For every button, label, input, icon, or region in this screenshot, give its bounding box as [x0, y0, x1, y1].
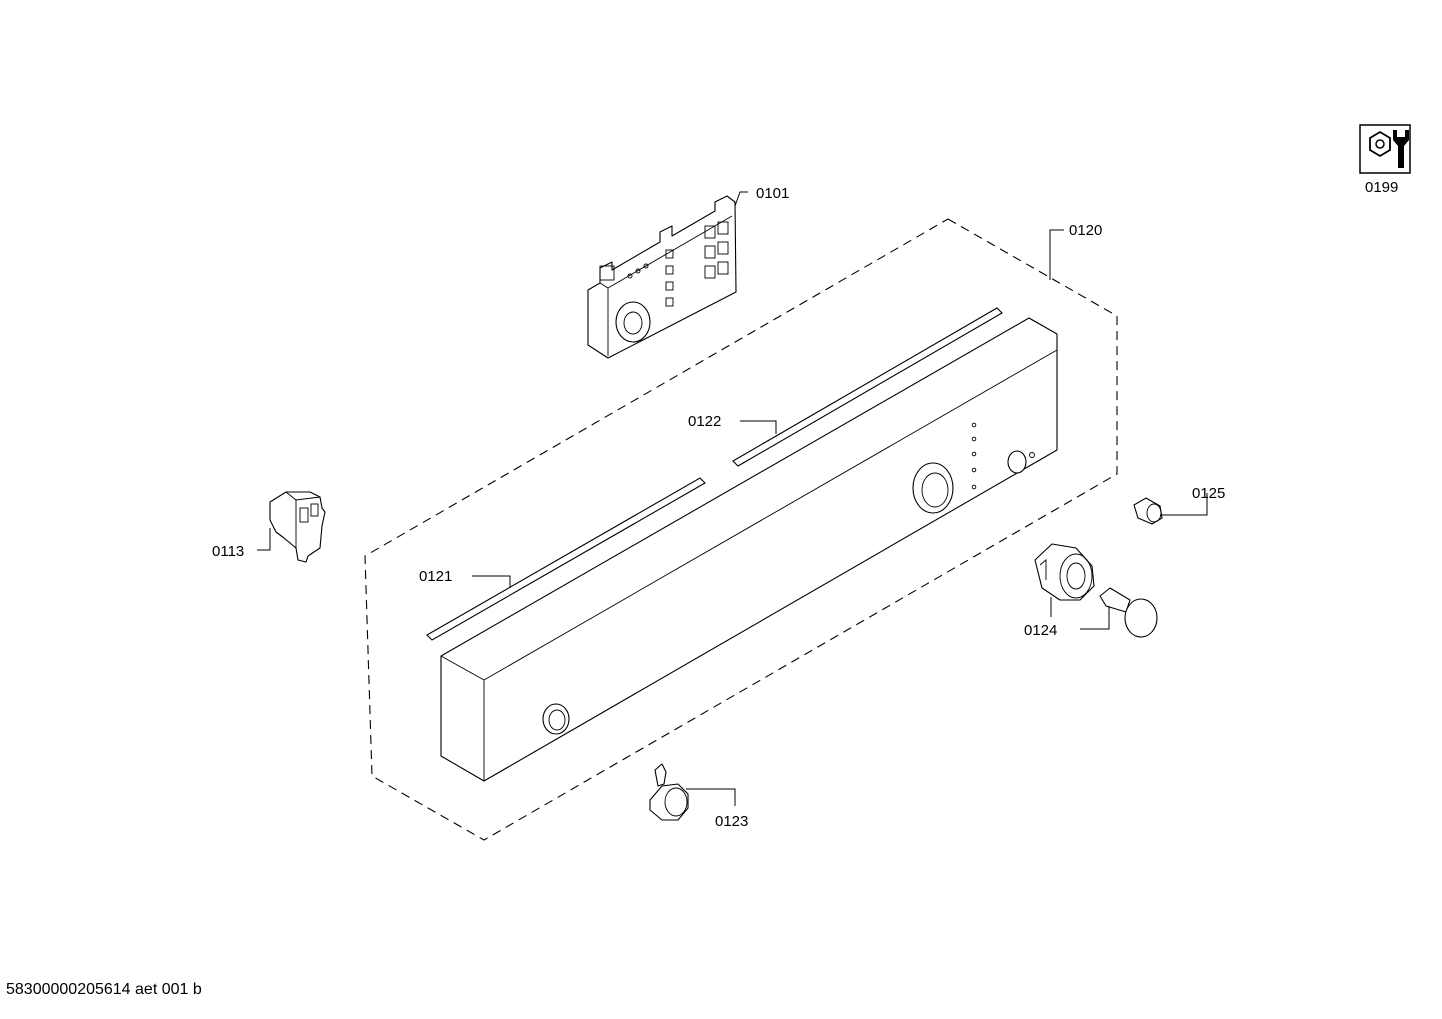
trim-strip-0122: [732, 307, 1003, 467]
tools-icon-label: 0199: [1365, 179, 1398, 196]
rotary-knob-0124: [1034, 543, 1158, 638]
part-label-0124[interactable]: 0124: [1024, 622, 1057, 639]
connector-clip-0113: [269, 491, 326, 563]
leader-0121: [472, 575, 511, 588]
leader-0101: [734, 191, 748, 207]
knob-insert-0123: [649, 763, 689, 821]
part-label-0113[interactable]: 0113: [212, 543, 244, 560]
electronic-module-0101: [587, 195, 737, 359]
assembly-dashed-outline: [364, 218, 1118, 841]
part-label-0125[interactable]: 0125: [1192, 485, 1225, 502]
part-label-0121[interactable]: 0121: [419, 568, 452, 585]
part-label-0122[interactable]: 0122: [688, 413, 721, 430]
part-label-0120[interactable]: 0120: [1069, 222, 1102, 239]
leader-0124b: [1080, 606, 1110, 630]
leader-0122: [740, 420, 777, 434]
control-panel-fascia: [440, 317, 1058, 782]
small-cap-0125: [1133, 497, 1163, 525]
leader-0125: [1160, 493, 1208, 516]
part-label-0101[interactable]: 0101: [756, 185, 789, 202]
part-label-0123[interactable]: 0123: [715, 813, 748, 830]
leader-0123: [686, 788, 736, 806]
tools-wrench-nut-icon[interactable]: [1359, 124, 1411, 174]
leader-0120: [1049, 229, 1064, 280]
drawing-code: 58300000205614 aet 001 b: [6, 981, 202, 998]
leader-0113: [257, 528, 271, 551]
trim-strip-0121: [426, 477, 706, 641]
